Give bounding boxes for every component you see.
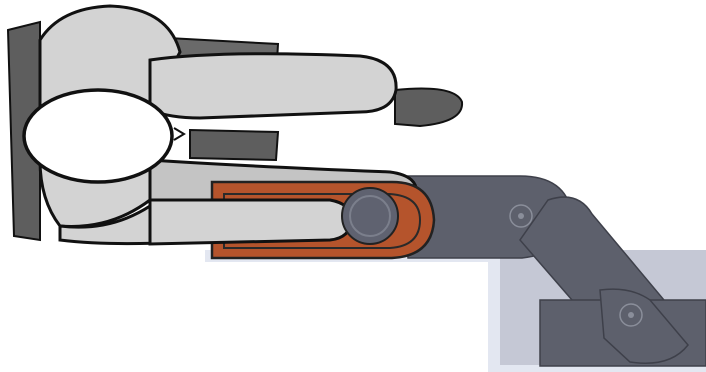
cuff-liner: [223, 193, 422, 249]
robot-joint-2-pin: [628, 312, 634, 318]
robot-joint-1-pin: [518, 213, 524, 219]
person-nose: [173, 127, 186, 141]
person-head: [22, 88, 174, 184]
forearm-cuff-icon: [148, 180, 436, 260]
chair-base-left: [189, 128, 280, 162]
robot-arm-icon: [205, 175, 706, 372]
person-forearm-in-cuff: [148, 198, 354, 246]
robot-joint-2-icon: [619, 303, 643, 327]
cuff-handle-ring: [349, 195, 391, 237]
robot-joint-1-icon: [509, 204, 533, 228]
person-upper-arm-right: [148, 52, 398, 120]
chair-armrest-right: [394, 87, 464, 128]
